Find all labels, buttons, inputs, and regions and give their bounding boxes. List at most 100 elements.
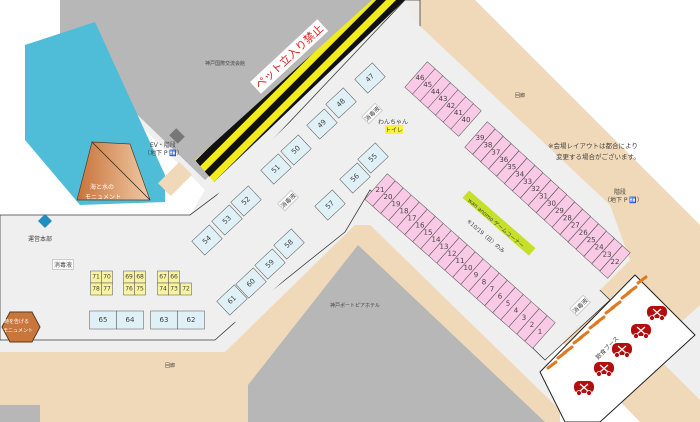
booth-number: 68 xyxy=(136,274,144,281)
label-ev-stairs-sub: （地下 P 🚻） xyxy=(144,150,183,157)
booth-73[interactable]: 73 xyxy=(168,282,180,296)
booth-50[interactable]: 50 xyxy=(280,134,312,166)
label-dog-toilet-1: わんちゃん xyxy=(378,119,409,126)
booth-number: 5 xyxy=(506,300,511,308)
booth-number: 73 xyxy=(170,286,178,293)
booth-number: 14 xyxy=(432,236,442,244)
layout-note-1: ※会場レイアウトは都合により xyxy=(548,142,638,150)
booth-number: 11 xyxy=(456,257,465,265)
label-dog-toilet-2: トイレ xyxy=(385,125,404,134)
booth-number: 3 xyxy=(522,314,527,322)
booth-number: 19 xyxy=(392,200,401,208)
label-portopia-hotel: 神戸ポートピアホテル xyxy=(330,303,381,309)
booth-64[interactable]: 64 xyxy=(116,310,144,330)
booth-number: 1 xyxy=(538,328,543,336)
ev-block xyxy=(169,128,185,144)
booth-number: 8 xyxy=(482,278,487,286)
booth-51[interactable]: 51 xyxy=(260,153,292,185)
hq-icon xyxy=(38,214,52,228)
booth-number: 63 xyxy=(160,316,169,324)
booth-75[interactable]: 75 xyxy=(134,282,146,296)
booth-number: 15 xyxy=(424,229,433,237)
booth-number: 55 xyxy=(367,152,379,164)
booth-number: 57 xyxy=(324,199,336,211)
table-icon xyxy=(604,305,616,315)
booth-47[interactable]: 47 xyxy=(354,62,386,94)
booth-40[interactable]: 40 xyxy=(450,103,482,137)
booth-number: 22 xyxy=(611,258,620,266)
booth-number: 31 xyxy=(539,192,548,200)
booth-55[interactable]: 55 xyxy=(357,142,389,174)
booth-number: 38 xyxy=(483,141,492,149)
booth-number: 78 xyxy=(92,286,100,293)
booth-number: 25 xyxy=(587,236,596,244)
booth-number: 60 xyxy=(245,277,257,289)
monument-time-hexagon xyxy=(1,311,41,343)
booth-53[interactable]: 53 xyxy=(211,204,243,236)
booth-72[interactable]: 72 xyxy=(180,282,192,296)
booth-58[interactable]: 58 xyxy=(273,228,305,260)
booth-number: 71 xyxy=(92,274,100,281)
booth-22[interactable]: 22 xyxy=(599,245,631,279)
label-corridor-top: 回廊 xyxy=(515,93,526,99)
booth-60[interactable]: 60 xyxy=(235,267,267,299)
booth-number: 69 xyxy=(125,274,133,281)
booth-number: 72 xyxy=(182,286,190,293)
booth-number: 6 xyxy=(498,292,503,300)
booth-number: 27 xyxy=(571,221,580,229)
booth-number: 13 xyxy=(440,243,449,251)
label-ev-stairs: EV・階段 xyxy=(150,142,176,149)
booth-number: 32 xyxy=(531,185,540,193)
booth-number: 9 xyxy=(474,271,479,279)
booth-57[interactable]: 57 xyxy=(314,189,346,221)
booth-number: 66 xyxy=(170,274,178,281)
food-truck-icon xyxy=(612,343,632,358)
booth-number: 10 xyxy=(464,264,473,272)
booth-49[interactable]: 49 xyxy=(306,108,338,140)
booth-number: 67 xyxy=(159,274,167,281)
booth-52[interactable]: 52 xyxy=(230,185,262,217)
disinfectant-4: 消毒液 xyxy=(569,294,591,317)
label-stairs-right-sub: （地下 P 🚻） xyxy=(604,197,643,204)
booth-56[interactable]: 56 xyxy=(339,162,371,194)
booth-number: 44 xyxy=(431,88,441,96)
food-truck-icon xyxy=(631,324,651,339)
booth-48[interactable]: 48 xyxy=(325,87,357,119)
booth-number: 45 xyxy=(423,81,432,89)
booth-number: 36 xyxy=(499,156,509,164)
booth-number: 61 xyxy=(226,294,238,306)
food-truck-icon xyxy=(647,306,667,321)
table-icon xyxy=(588,320,600,330)
food-truck-icon xyxy=(574,381,594,396)
booth-number: 30 xyxy=(547,200,556,208)
booth-number: 35 xyxy=(507,163,516,171)
label-hq: 運営本部 xyxy=(28,236,53,243)
booth-number: 17 xyxy=(408,214,417,222)
table-icon xyxy=(620,290,632,300)
booth-number: 40 xyxy=(462,116,471,124)
booth-number: 16 xyxy=(416,221,426,229)
booth-62[interactable]: 62 xyxy=(177,310,205,330)
booth-54[interactable]: 54 xyxy=(191,224,223,256)
booth-number: 76 xyxy=(125,286,133,293)
booth-number: 70 xyxy=(103,274,111,281)
food-truck-icon xyxy=(594,362,614,377)
label-monument-time-2: モニュメント xyxy=(3,328,34,334)
booth-number: 37 xyxy=(491,149,500,157)
booth-number: 43 xyxy=(439,95,448,103)
booth-number: 26 xyxy=(579,229,589,237)
booth-number: 23 xyxy=(603,251,612,259)
booth-number: 65 xyxy=(99,316,108,324)
table-icon xyxy=(556,350,568,360)
booth-number: 29 xyxy=(555,207,564,215)
disinfectant-1: 消毒液 xyxy=(52,259,75,270)
booth-1[interactable]: 1 xyxy=(524,315,556,349)
label-food-booth: 飲食ブース xyxy=(594,335,621,362)
booth-61[interactable]: 61 xyxy=(216,284,248,316)
booth-59[interactable]: 59 xyxy=(254,248,286,280)
booth-number: 74 xyxy=(159,286,167,293)
booth-77[interactable]: 77 xyxy=(101,282,113,296)
no-pets-sign: ペット立入り禁止 xyxy=(250,19,329,94)
building-portopia-hotel xyxy=(248,245,545,422)
